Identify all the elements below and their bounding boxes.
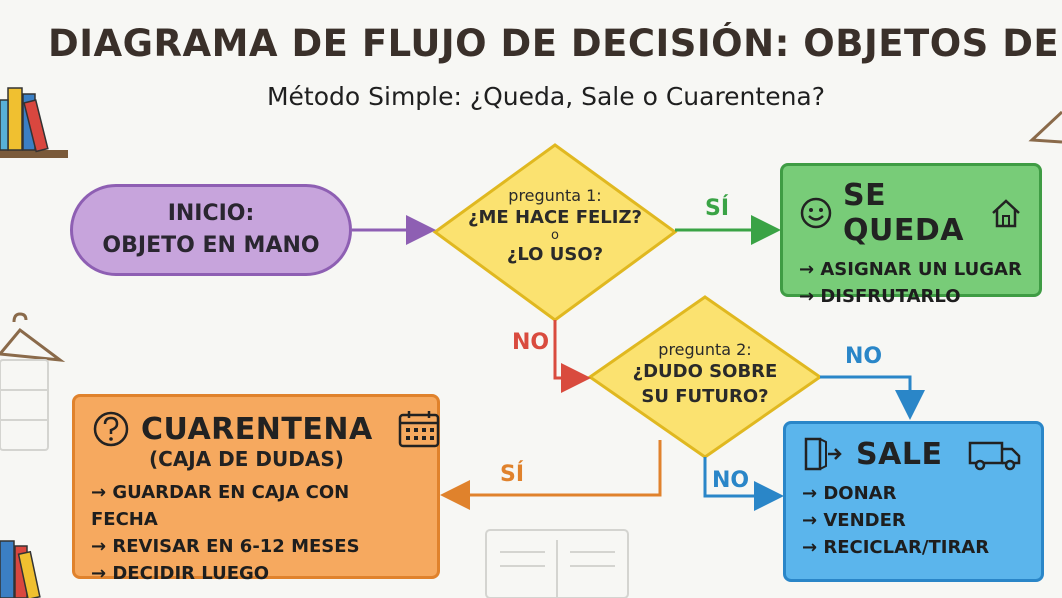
start-node: INICIO: OBJETO EN MANO <box>70 184 352 276</box>
question-2-label: pregunta 2: <box>658 340 752 359</box>
truck-icon <box>968 437 1022 471</box>
list-item: DECIDIR LUEGO <box>91 560 421 587</box>
outcome-quarantine-subtitle: (CAJA DE DUDAS) <box>149 447 344 471</box>
outcome-stay-title: SE QUEDA <box>843 178 964 248</box>
start-line-1: INICIO: <box>167 201 255 226</box>
outcome-leave-list: DONAR VENDER RECICLAR/TIRAR <box>802 480 1025 561</box>
edge-q2-yes <box>440 440 662 510</box>
question-2: pregunta 2: ¿DUDO SOBRE SU FUTURO? <box>610 340 800 409</box>
bookshelf-icon <box>0 540 41 598</box>
page-title: DIAGRAMA DE FLUJO DE DECISIÓN: OBJETOS D… <box>48 22 1062 65</box>
list-item: DISFRUTARLO <box>799 283 1023 310</box>
question-1-or: o <box>551 228 559 243</box>
calendar-icon <box>397 409 441 449</box>
house-icon <box>989 196 1023 230</box>
outcome-leave-title: SALE <box>856 436 943 472</box>
list-item: GUARDAR EN CAJA CON FECHA <box>91 479 421 533</box>
edge-label-q2-no-top: NO <box>845 344 883 369</box>
exit-door-icon <box>802 436 842 472</box>
outcome-leave: SALE DONAR VENDER RECICLAR/TIRAR <box>783 421 1044 582</box>
question-2-line-1: ¿DUDO SOBRE <box>632 361 778 382</box>
hanger-icon <box>0 312 66 363</box>
outcome-quarantine-title: CUARENTENA <box>141 411 373 447</box>
edge-q2-no-top <box>820 375 925 420</box>
question-circle-icon <box>91 409 131 449</box>
list-item: VENDER <box>802 507 1025 534</box>
edge-label-q1-yes: SÍ <box>705 196 730 221</box>
edge-label-q2-yes: SÍ <box>500 462 525 487</box>
list-item: DONAR <box>802 480 1025 507</box>
question-1-line-1: ¿ME HACE FELIZ? <box>468 207 642 228</box>
outcome-stay-list: ASIGNAR UN LUGAR DISFRUTARLO <box>799 256 1023 310</box>
smiley-icon <box>799 196 833 230</box>
outcome-quarantine-list: GUARDAR EN CAJA CON FECHA REVISAR EN 6-1… <box>91 479 421 587</box>
page-subtitle: Método Simple: ¿Queda, Sale o Cuarentena… <box>266 82 826 111</box>
list-item: RECICLAR/TIRAR <box>802 534 1025 561</box>
question-1: pregunta 1: ¿ME HACE FELIZ? o ¿LO USO? <box>455 186 655 267</box>
edge-label-q1-no: NO <box>512 330 550 355</box>
question-1-line-2: ¿LO USO? <box>506 244 604 265</box>
start-line-2: OBJETO EN MANO <box>102 233 320 258</box>
question-1-label: pregunta 1: <box>508 186 602 205</box>
list-item: REVISAR EN 6-12 MESES <box>91 533 421 560</box>
edge-q2-no-bottom <box>703 457 784 511</box>
bookshelf-icon <box>0 87 68 158</box>
question-2-line-2: SU FUTURO? <box>641 386 769 407</box>
list-item: ASIGNAR UN LUGAR <box>799 256 1023 283</box>
edge-label-q2-no-bottom: NO <box>712 468 750 493</box>
hanger-icon <box>1028 110 1062 144</box>
outcome-stay: SE QUEDA ASIGNAR UN LUGAR DISFRUTARLO <box>780 163 1042 307</box>
open-box-icon <box>0 359 629 598</box>
outcome-quarantine: CUARENTENA (CAJA DE DUDAS) GUARDAR EN CA… <box>72 394 441 584</box>
edge-q1-no <box>553 320 591 393</box>
